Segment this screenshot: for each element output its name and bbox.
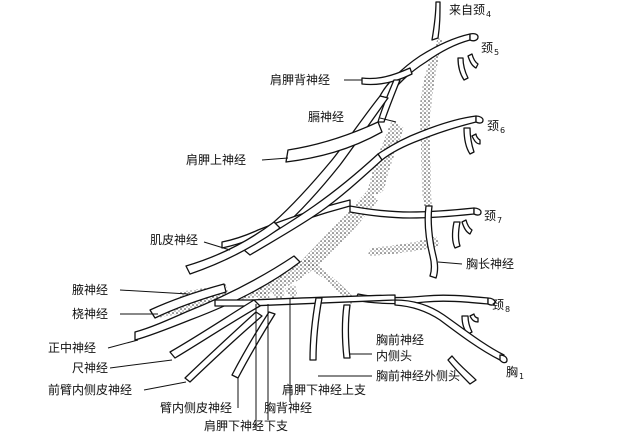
- label-from-c4-sub: 4: [486, 10, 491, 19]
- label-radial: 桡神经: [72, 306, 108, 321]
- label-phrenic: 膈神经: [308, 110, 344, 124]
- label-c6-sub: 6: [500, 126, 505, 135]
- label-axillary: 腋神经: [72, 282, 108, 297]
- label-lower-subscapular: 肩胛下神经下支: [204, 418, 288, 433]
- label-c7: 颈: [484, 209, 496, 223]
- label-c8-sub: 8: [505, 305, 510, 314]
- label-median: 正中神经: [48, 340, 96, 355]
- label-long-thoracic: 胸长神经: [466, 256, 514, 271]
- label-ulnar: 尺神经: [72, 361, 108, 375]
- label-t1-sub: 1: [519, 372, 524, 381]
- label-medial-brachial-cutaneous: 臂内侧皮神经: [160, 401, 232, 415]
- label-c5: 颈: [481, 41, 493, 55]
- label-dorsal-scapular: 肩胛背神经: [270, 72, 330, 87]
- label-c8: 颈: [492, 298, 504, 312]
- labels: 来自颈 4 颈 5 颈 6 颈 7 颈 8 胸 1 肩胛背神经 膈神经 肩胛上神…: [48, 3, 524, 433]
- label-thoracodorsal: 胸背神经: [264, 400, 312, 415]
- label-c5-sub: 5: [494, 48, 499, 57]
- label-medial-pectoral-line2: 内侧头: [376, 349, 412, 363]
- roots: [349, 1, 508, 385]
- label-medial-pectoral-line1: 胸前神经: [376, 332, 424, 347]
- label-c7-sub: 7: [497, 216, 502, 225]
- label-t1: 胸: [506, 364, 518, 379]
- leader-lines: [107, 79, 463, 430]
- label-suprascapular: 肩胛上神经: [186, 152, 246, 167]
- label-medial-antebrachial-cutaneous: 前臂内侧皮神经: [48, 382, 132, 397]
- label-from-c4: 来自颈: [449, 3, 485, 17]
- label-lateral-pectoral: 胸前神经外侧头: [376, 368, 460, 383]
- label-upper-subscapular: 肩胛下神经上支: [282, 382, 366, 397]
- label-musculocutaneous: 肌皮神经: [150, 233, 198, 247]
- cords: [134, 95, 396, 383]
- label-c6: 颈: [487, 119, 499, 133]
